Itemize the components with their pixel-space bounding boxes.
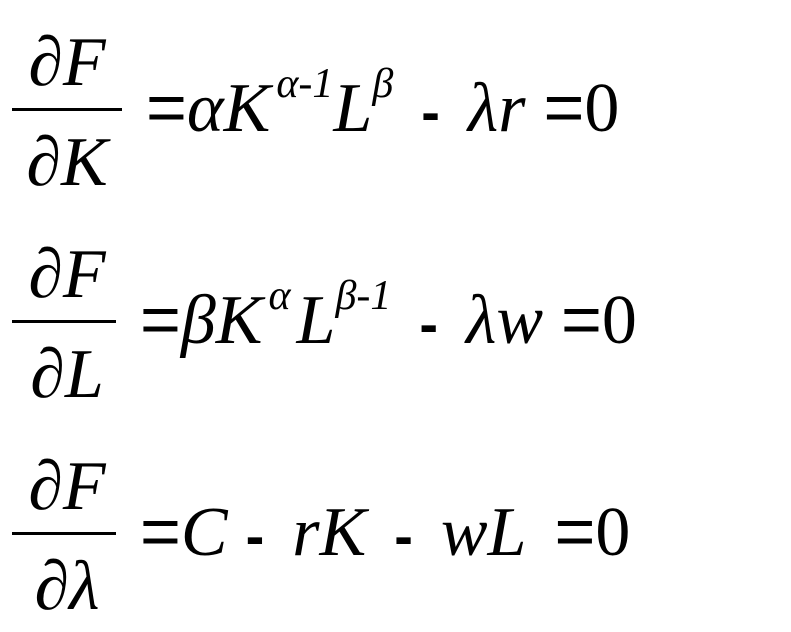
equation-rhs: =C-rK-wL=0 — [140, 496, 630, 571]
zero-value: 0 — [584, 70, 620, 147]
term-lambda-w: λw — [466, 282, 544, 359]
exponent-alpha-minus-1: α-1 — [276, 61, 334, 107]
fraction-bar — [12, 320, 116, 323]
equals-sign: = — [554, 492, 596, 570]
denominator: ∂L — [30, 336, 104, 413]
numerator: ∂F — [28, 24, 106, 101]
equals-sign: = — [140, 492, 181, 570]
term-r-k: rK — [292, 494, 367, 571]
variable-k: K — [215, 282, 263, 359]
equals-sign: = — [140, 280, 181, 358]
exponent-alpha: α — [268, 273, 291, 319]
denominator: ∂K — [26, 124, 108, 201]
numerator: ∂F — [28, 448, 106, 525]
variable-c: C — [180, 494, 228, 571]
fraction-bar — [12, 532, 116, 535]
numerator: ∂F — [28, 236, 106, 313]
coef-beta: β — [180, 282, 216, 359]
equation-partial-lambda: ∂F ∂λ =C-rK-wL=0 — [0, 424, 791, 624]
equals-sign: = — [543, 68, 585, 146]
zero-value: 0 — [601, 282, 637, 359]
term-lambda-r: λr — [467, 70, 526, 147]
variable-l: L — [296, 282, 336, 359]
fraction-dF-dlambda: ∂F ∂λ — [12, 424, 122, 624]
fraction-bar — [12, 108, 122, 111]
zero-value: 0 — [595, 494, 631, 571]
exponent-beta-minus-1: β-1 — [335, 273, 392, 319]
variable-k: K — [223, 70, 271, 147]
fraction-dF-dL: ∂F ∂L — [12, 212, 122, 412]
minus-sign: - — [419, 292, 439, 355]
fraction-dF-dK: ∂F ∂K — [12, 0, 122, 200]
equals-sign: = — [146, 68, 187, 146]
minus-sign: - — [394, 504, 413, 567]
variable-l: L — [333, 70, 373, 147]
minus-sign: - — [245, 504, 265, 567]
minus-sign: - — [421, 80, 440, 143]
coef-alpha: α — [186, 70, 224, 147]
exponent-beta: β — [372, 61, 394, 107]
term-w-l: wL — [440, 494, 527, 571]
equals-sign: = — [561, 280, 602, 358]
denominator: ∂λ — [34, 548, 100, 625]
